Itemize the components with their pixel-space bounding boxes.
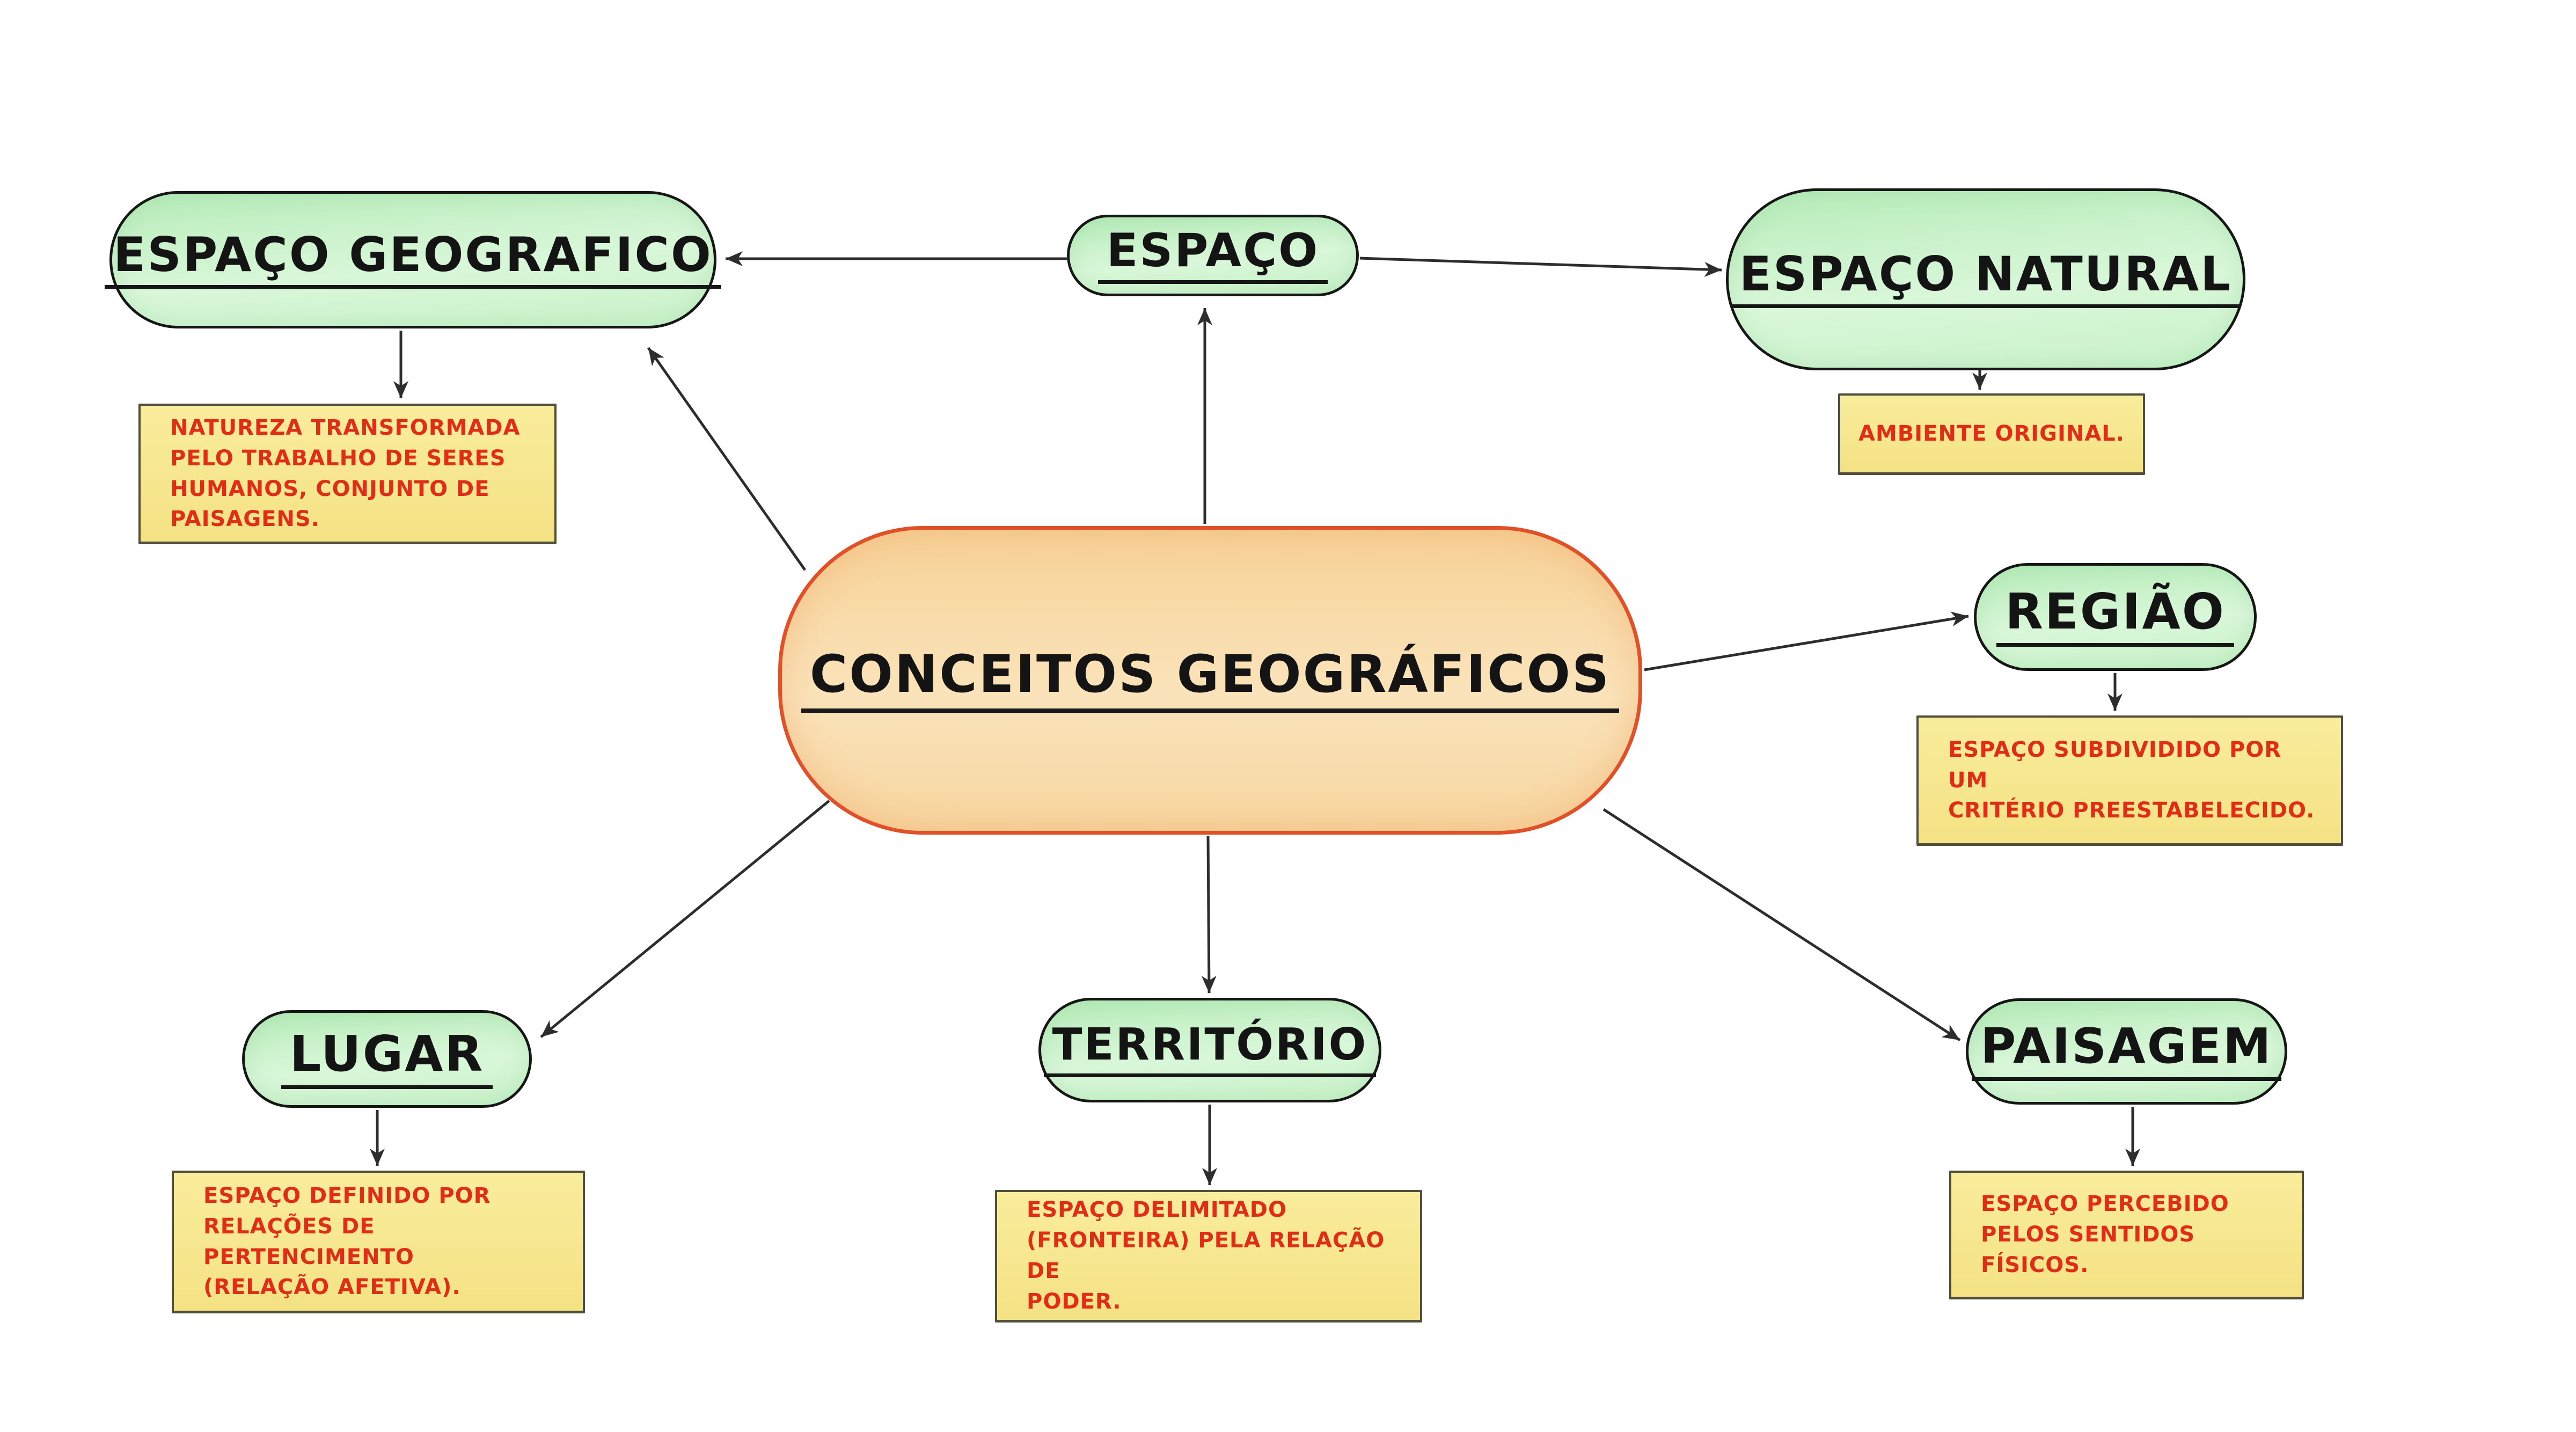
arrow-central-to-paisagem bbox=[1602, 808, 1961, 1042]
node-territorio-label: TERRITÓRIO bbox=[1043, 1023, 1377, 1077]
arrow-central-to-regiao bbox=[1644, 611, 1969, 671]
note-territorio: ESPAÇO DELIMITADO (FRONTEIRA) PELA RELAÇ… bbox=[995, 1190, 1422, 1323]
node-regiao-label: REGIÃO bbox=[1996, 587, 2234, 647]
note-espaco-natural: AMBIENTE ORIGINAL. bbox=[1838, 393, 2145, 475]
note-lugar-text: ESPAÇO DEFINIDO POR RELAÇÕES DE PERTENCI… bbox=[203, 1183, 491, 1300]
note-paisagem: ESPAÇO PERCEBIDO PELOS SENTIDOS FÍSICOS. bbox=[1949, 1171, 2304, 1299]
arrow-central-to-lugar bbox=[540, 800, 830, 1038]
node-espaco-geografico-label: ESPAÇO GEOGRAFICO bbox=[105, 231, 721, 289]
note-espaco-geografico-text: NATUREZA TRANSFORMADA PELO TRABALHO DE S… bbox=[170, 415, 521, 532]
node-conceitos-geograficos-label: CONCEITOS GEOGRÁFICOS bbox=[801, 648, 1620, 713]
node-espaco-natural: ESPAÇO NATURAL bbox=[1726, 188, 2245, 370]
note-espaco-geografico: NATUREZA TRANSFORMADA PELO TRABALHO DE S… bbox=[138, 404, 557, 544]
note-regiao: ESPAÇO SUBDIVIDIDO POR UM CRITÉRIO PREES… bbox=[1916, 715, 2343, 846]
node-paisagem: PAISAGEM bbox=[1966, 998, 2287, 1105]
note-espaco-natural-text: AMBIENTE ORIGINAL. bbox=[1858, 421, 2125, 447]
note-territorio-text: ESPAÇO DELIMITADO (FRONTEIRA) PELA RELAÇ… bbox=[1027, 1197, 1385, 1314]
node-paisagem-label: PAISAGEM bbox=[1972, 1022, 2281, 1081]
note-lugar: ESPAÇO DEFINIDO POR RELAÇÕES DE PERTENCI… bbox=[172, 1171, 585, 1313]
note-regiao-text: ESPAÇO SUBDIVIDIDO POR UM CRITÉRIO PREES… bbox=[1948, 737, 2315, 823]
arrow-central-to-espaco-geografico bbox=[647, 347, 807, 571]
node-conceitos-geograficos: CONCEITOS GEOGRÁFICOS bbox=[778, 526, 1642, 835]
arrow-central-to-territorio bbox=[1201, 836, 1217, 993]
node-lugar-label: LUGAR bbox=[281, 1029, 493, 1089]
node-espaco-natural-label: ESPAÇO NATURAL bbox=[1730, 251, 2241, 308]
node-regiao: REGIÃO bbox=[1974, 563, 2257, 671]
note-paisagem-text: ESPAÇO PERCEBIDO PELOS SENTIDOS FÍSICOS. bbox=[1981, 1192, 2229, 1277]
node-espaco-label: ESPAÇO bbox=[1097, 228, 1328, 284]
node-espaco-geografico: ESPAÇO GEOGRAFICO bbox=[105, 191, 721, 328]
node-lugar: LUGAR bbox=[242, 1010, 532, 1108]
arrow-espaco-to-espaco-natural bbox=[1359, 257, 1722, 277]
node-espaco: ESPAÇO bbox=[1067, 215, 1359, 296]
node-territorio: TERRITÓRIO bbox=[1038, 998, 1381, 1102]
